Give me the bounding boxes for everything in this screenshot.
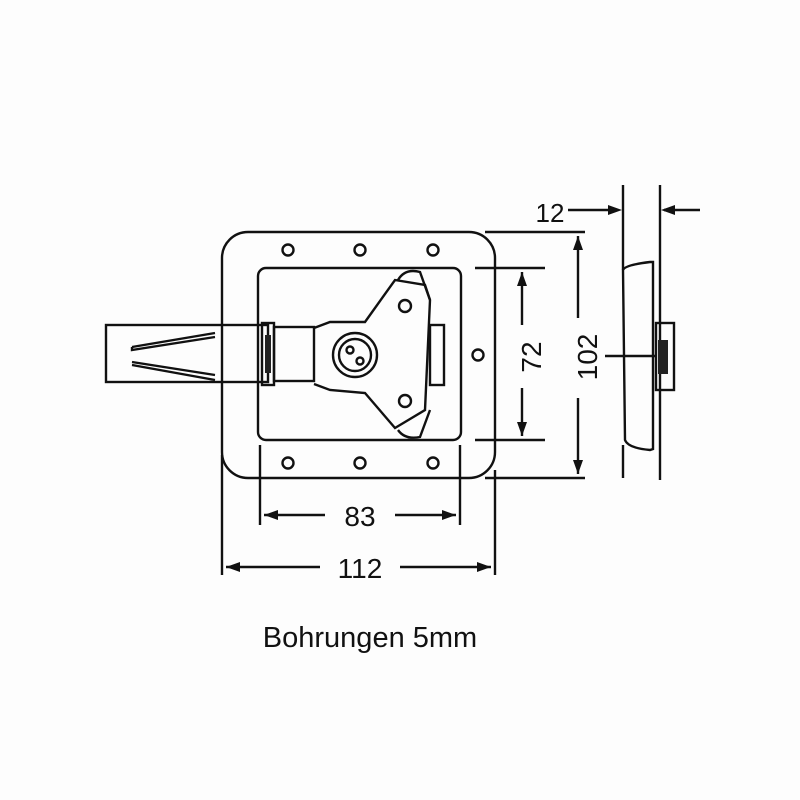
dim-83: 83 — [344, 501, 375, 532]
dim-102: 102 — [572, 334, 603, 381]
t-handle — [104, 269, 446, 439]
inner-recess — [256, 266, 463, 442]
mounting-holes — [281, 243, 485, 470]
dim-112: 112 — [338, 553, 383, 584]
caption: Bohrungen 5mm — [262, 622, 478, 654]
dim-72: 72 — [516, 341, 547, 372]
dim-12: 12 — [536, 198, 565, 228]
side-view — [605, 185, 676, 480]
dimension-lines — [220, 205, 700, 575]
outer-plate — [220, 230, 497, 480]
